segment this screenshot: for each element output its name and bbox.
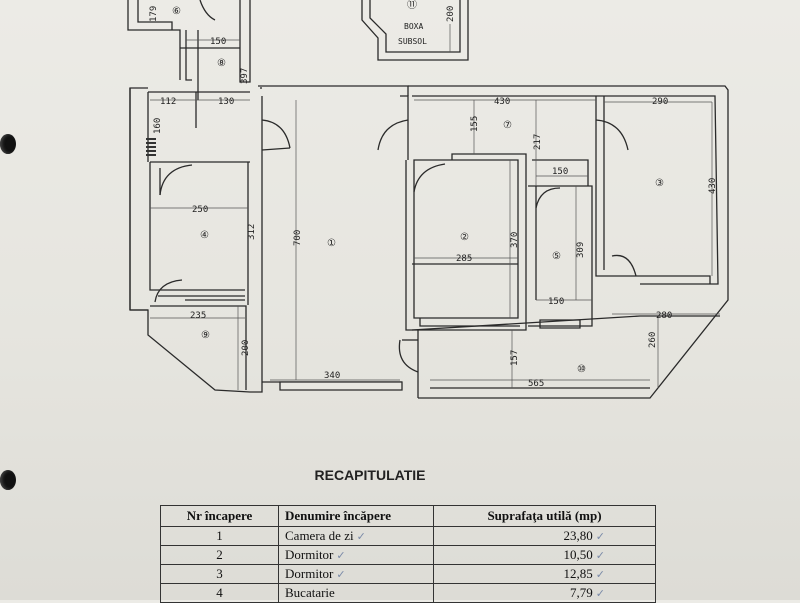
room-name-cell: Dormitor✓ (278, 545, 434, 565)
check-mark-icon: ✓ (595, 569, 605, 581)
dim-label: 130 (218, 97, 234, 107)
dim-label: 179 (149, 6, 159, 22)
dim-label: 340 (324, 371, 340, 381)
recap-table: Nr încapere Denumire încăpere Suprafaţa … (160, 505, 656, 603)
room-name-cell: Dormitor✓ (278, 564, 434, 584)
room-number: ⑪ (407, 0, 417, 11)
dim-label: 285 (456, 254, 472, 264)
dim-label: 430 (494, 97, 510, 107)
dim-label: 312 (247, 224, 257, 240)
room-number: ④ (200, 230, 209, 241)
dim-label: 157 (510, 350, 520, 366)
dim-label: 260 (648, 332, 658, 348)
room-number: ⑨ (201, 330, 210, 341)
box-label: BOXA (404, 22, 423, 31)
room-number: ⑩ (577, 364, 586, 375)
room-area-cell: 12,85✓ (433, 564, 656, 584)
column-header: Denumire încăpere (278, 505, 434, 527)
dim-label: 700 (293, 230, 303, 246)
floor-plan: 179 150 397 112 130 160 250 312 700 235 … (127, 0, 729, 399)
dim-label: 155 (470, 116, 480, 132)
dim-label: 309 (576, 242, 586, 258)
dim-label: 150 (552, 167, 568, 177)
dim-label: 290 (652, 97, 668, 107)
column-header: Nr încapere (160, 505, 279, 527)
dim-label: 280 (656, 311, 672, 321)
dim-label: 370 (510, 232, 520, 248)
table-row: 1 Camera de zi✓ 23,80✓ (160, 526, 656, 546)
room-number: ③ (655, 178, 664, 189)
check-mark-icon: ✓ (595, 531, 605, 543)
room-number: ⑥ (172, 6, 181, 17)
dim-label: 112 (160, 97, 176, 107)
check-mark-icon: ✓ (595, 550, 605, 562)
room-number: ⑤ (552, 251, 561, 262)
room-nr-cell: 1 (160, 526, 279, 546)
dim-label: 397 (240, 68, 250, 84)
dim-label: 430 (708, 178, 718, 194)
dim-label: 200 (241, 340, 251, 356)
table-row: 2 Dormitor✓ 10,50✓ (160, 545, 656, 565)
binder-hole (0, 470, 16, 490)
binder-hole (0, 134, 16, 154)
dim-label: 150 (548, 297, 564, 307)
dim-label: 160 (153, 118, 163, 134)
room-name-cell: Camera de zi✓ (278, 526, 434, 546)
check-mark-icon: ✓ (336, 569, 346, 581)
recap-title: RECAPITULATIE (314, 467, 426, 483)
box-label: SUBSOL (398, 37, 427, 46)
room-area-cell: 7,79✓ (433, 583, 656, 603)
room-nr-cell: 2 (160, 545, 279, 565)
room-area-cell: 10,50✓ (433, 545, 656, 565)
room-number: ② (460, 232, 469, 243)
room-number: ① (327, 238, 336, 249)
check-mark-icon: ✓ (336, 550, 346, 562)
check-mark-icon: ✓ (356, 531, 366, 543)
room-area-cell: 23,80✓ (433, 526, 656, 546)
dim-label: 250 (192, 205, 208, 215)
table-header-row: Nr încapere Denumire încăpere Suprafaţa … (160, 505, 656, 527)
room-number: ⑧ (217, 58, 226, 69)
dim-label: 235 (190, 311, 206, 321)
dim-label: 150 (210, 37, 226, 47)
table-row: 3 Dormitor✓ 12,85✓ (160, 564, 656, 584)
dim-label: 217 (533, 134, 543, 150)
room-number: ⑦ (503, 120, 512, 131)
dim-label: 565 (528, 379, 544, 389)
room-nr-cell: 3 (160, 564, 279, 584)
column-header: Suprafaţa utilă (mp) (433, 505, 656, 527)
dim-label: 200 (446, 6, 456, 22)
check-mark-icon: ✓ (595, 588, 605, 600)
